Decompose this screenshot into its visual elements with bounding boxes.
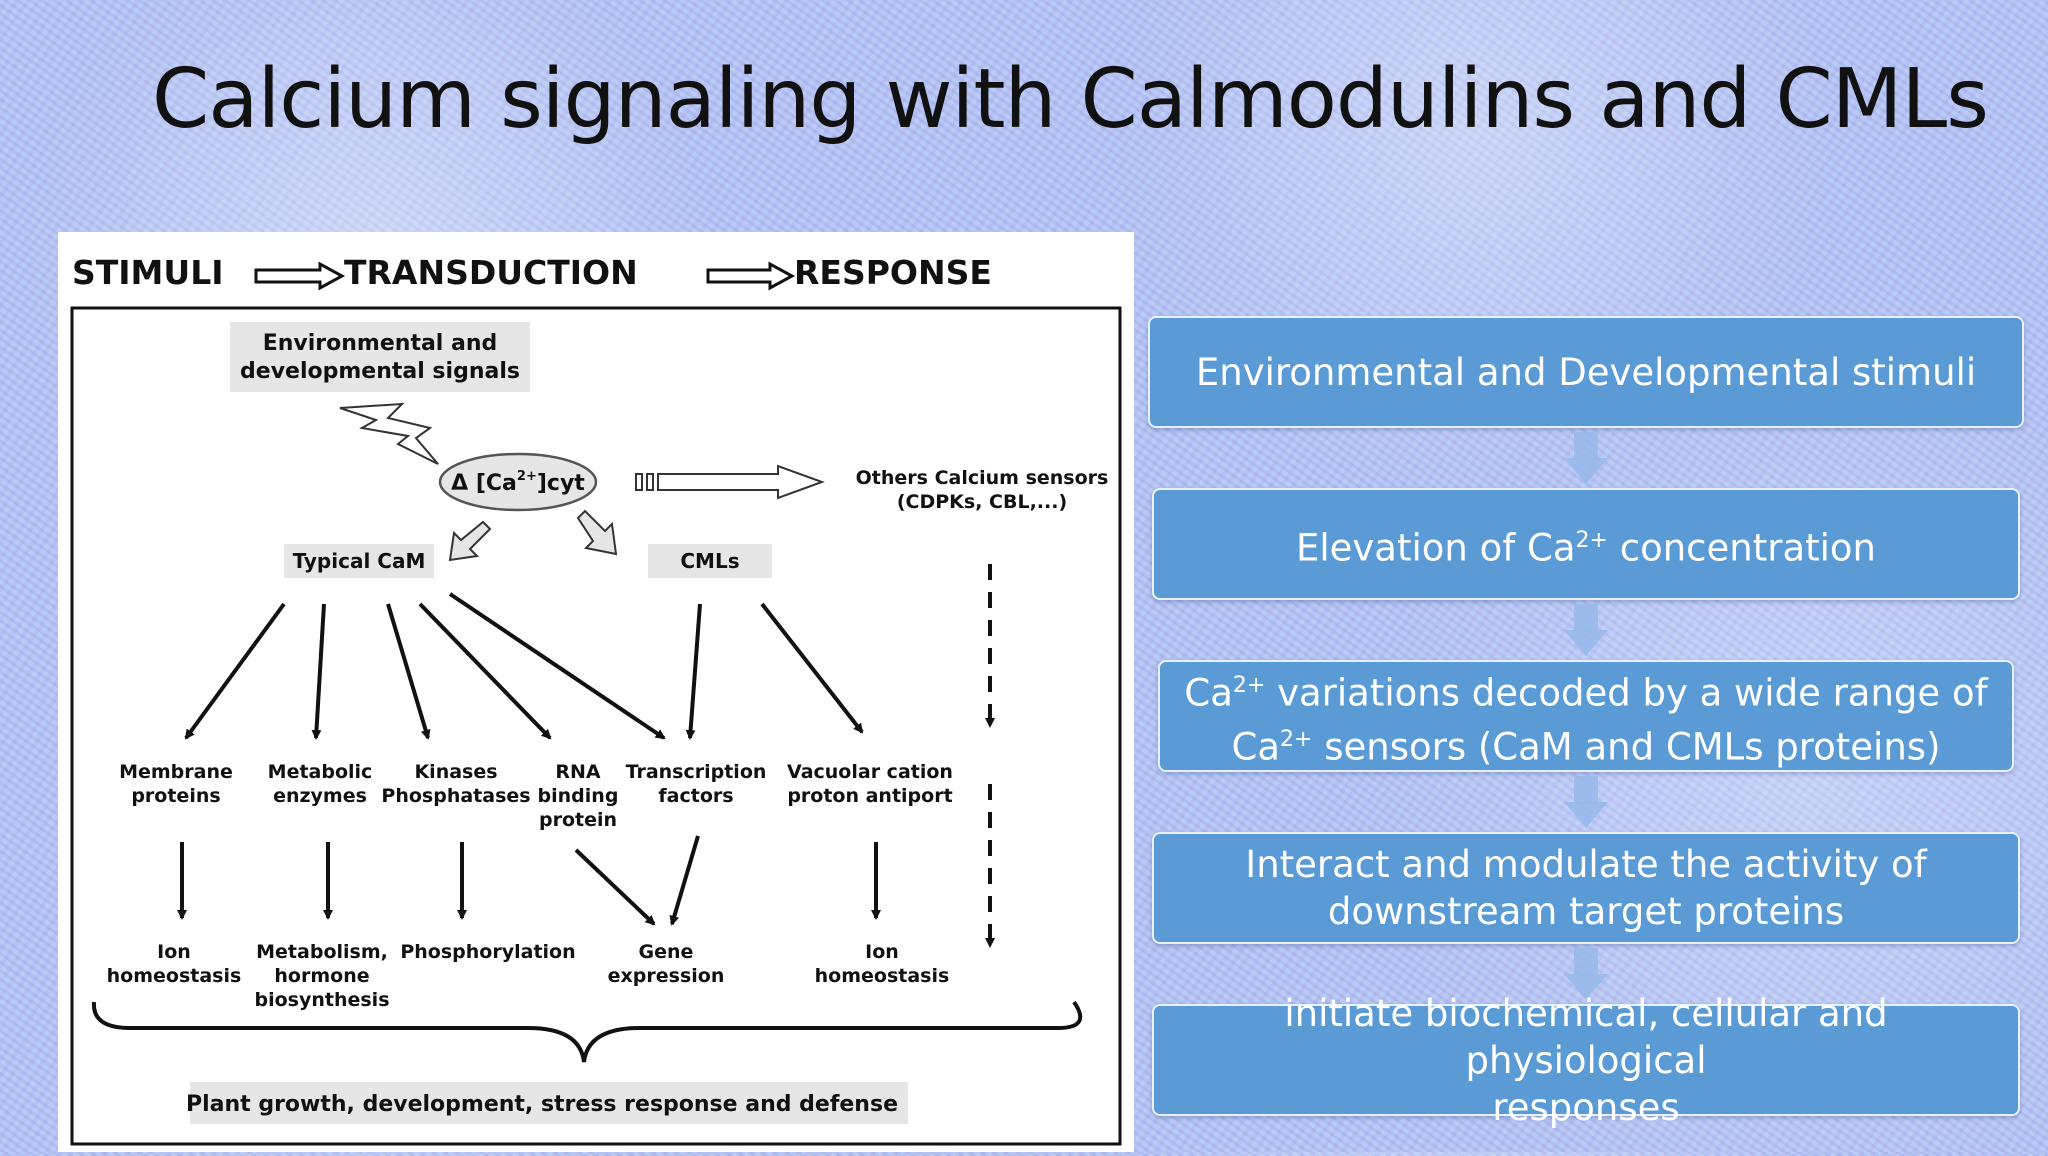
- step-connector-2-icon: [1564, 604, 1608, 656]
- outcome-gene-line-2: expression: [608, 965, 725, 987]
- calcium-ellipse: [438, 452, 598, 512]
- other-sensors-line-1: Others Calcium sensors: [856, 467, 1109, 489]
- target-transcription-line-1: Transcription: [626, 761, 767, 783]
- target-membrane-line-2: proteins: [131, 785, 220, 807]
- target-transcription-line-2: factors: [658, 785, 733, 807]
- outcome-metabolism-line-3: biosynthesis: [254, 989, 389, 1011]
- target-metabolic-line-1: Metabolic: [268, 761, 373, 783]
- step-1-text: Environmental and Developmental stimuli: [1195, 350, 1977, 394]
- process-steps: Environmental and Developmental stimuli …: [1148, 316, 2030, 1129]
- typical-cam-box: [284, 544, 434, 578]
- target-metabolic-line-2: enzymes: [273, 785, 367, 807]
- outcome-ion-2-line-2: homeostasis: [815, 965, 950, 987]
- outcome-metabolism-line-2: hormone: [274, 965, 369, 987]
- target-rna-line-1: RNA: [555, 761, 601, 783]
- header-stimuli: STIMULI: [72, 253, 224, 292]
- target-vacuolar-line-2: proton antiport: [787, 785, 952, 807]
- cam-arrows: [184, 592, 666, 740]
- step-box-5: initiate biochemical, cellular and physi…: [1152, 992, 2020, 1129]
- step-connector-1-icon: [1564, 432, 1608, 484]
- step-5-text: initiate biochemical, cellular and physi…: [1284, 991, 1888, 1129]
- typical-cam-label: Typical CaM: [293, 549, 426, 573]
- target-kinases-line-2: Phosphatases: [381, 785, 530, 807]
- other-sensors-line-2: (CDPKs, CBL,...): [897, 491, 1067, 513]
- env-signals-line-1: Environmental and: [263, 331, 498, 356]
- step-3-text: Ca2+ variations decoded by a wide range …: [1184, 671, 1988, 769]
- cmls-label: CMLs: [680, 549, 739, 573]
- env-signals-line-2: developmental signals: [240, 359, 520, 384]
- outcome-ion-2-line-1: Ion: [865, 941, 899, 963]
- target-membrane-line-1: Membrane: [119, 761, 233, 783]
- cmls-arrows: [685, 602, 864, 740]
- others-arrow: [635, 464, 825, 500]
- calcium-label: Δ [Ca2+]cyt: [451, 469, 585, 496]
- target-kinases-line-1: Kinases: [414, 761, 497, 783]
- step-connector-4-icon: [1564, 948, 1608, 1000]
- outcome-ion-1-line-2: homeostasis: [107, 965, 242, 987]
- diagram-header: STIMULI TRANSDUCTION RESPONSE: [72, 253, 992, 292]
- target-rna-line-2: binding: [538, 785, 619, 807]
- outcome-metabolism-line-1: Metabolism,: [256, 941, 388, 963]
- grouping-brace: [91, 1000, 1083, 1063]
- step-2-text: Elevation of Ca2+ concentration: [1295, 526, 1876, 570]
- bottom-outcome-box: [190, 1082, 908, 1124]
- step-box-3: Ca2+ variations decoded by a wide range …: [1158, 660, 2014, 772]
- step-box-2: Elevation of Ca2+ concentration: [1152, 488, 2020, 600]
- target-rna-line-3: protein: [539, 809, 617, 831]
- slide-title: Calcium signaling with Calmodulins and C…: [152, 52, 1989, 147]
- env-signals-box: [230, 322, 530, 392]
- diagram-frame: [70, 306, 1122, 1146]
- arrow-to-cam-icon: [448, 520, 492, 562]
- header-arrow-2: [706, 261, 796, 291]
- header-arrow-1: [254, 261, 346, 291]
- lightning-bolt-icon: [339, 402, 439, 465]
- header-transduction: TRANSDUCTION: [344, 253, 638, 292]
- signaling-diagram: STIMULI TRANSDUCTION RESPONSE Environmen…: [58, 232, 1134, 1152]
- step-box-1: Environmental and Developmental stimuli: [1148, 316, 2024, 428]
- cmls-box: [648, 544, 772, 578]
- arrow-to-cmls-icon: [576, 509, 618, 556]
- outcome-phosphorylation: Phosphorylation: [400, 941, 575, 963]
- outcome-gene-line-1: Gene: [639, 941, 694, 963]
- step-connector-3-icon: [1564, 776, 1608, 828]
- bottom-outcome-label: Plant growth, development, stress respon…: [186, 1092, 898, 1117]
- outcome-ion-1-line-1: Ion: [157, 941, 191, 963]
- header-response: RESPONSE: [794, 253, 992, 292]
- target-vacuolar-line-1: Vacuolar cation: [787, 761, 953, 783]
- outcome-arrows: [177, 835, 881, 926]
